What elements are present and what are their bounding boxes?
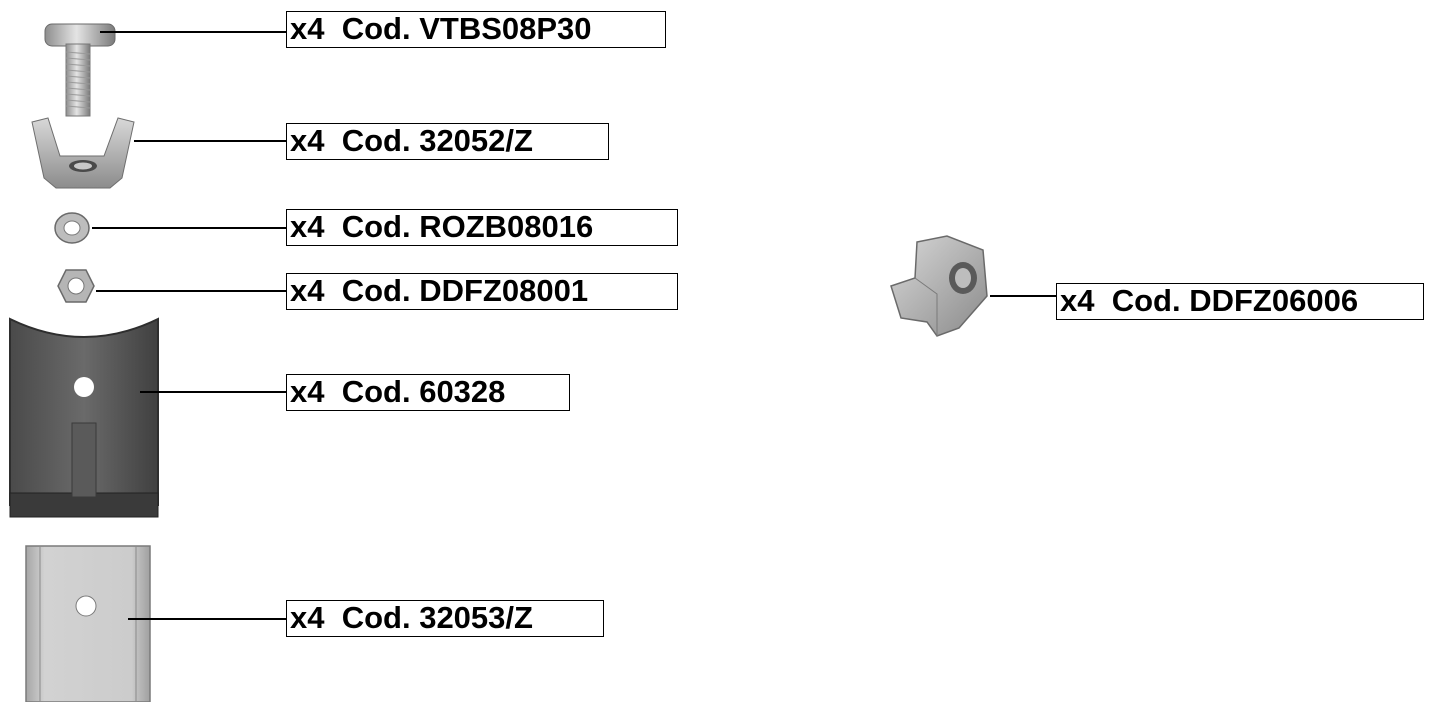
part-label-bolt: x4 Cod. VTBS08P30 [286,11,666,48]
part-code: Cod. 32053/Z [341,600,533,635]
qty: x4 [1060,283,1095,318]
part-code: Cod. DDFZ06006 [1111,283,1359,318]
part-label-clamp: x4 Cod. 32052/Z [286,123,609,160]
plastic-saddle-image [9,317,159,518]
part-label-washer: x4 Cod. ROZB08016 [286,209,678,246]
qty: x4 [290,600,325,635]
leader-line-plate [128,618,286,620]
qty: x4 [290,123,325,158]
clamp-image [31,117,135,189]
leader-line-washer [92,227,286,229]
qty: x4 [290,11,325,46]
part-label-plate: x4 Cod. 32053/Z [286,600,604,637]
part-label-hex-nut: x4 Cod. DDFZ08001 [286,273,678,310]
qty: x4 [290,209,325,244]
washer-image [54,212,90,244]
part-code: Cod. 32052/Z [341,123,533,158]
part-label-cage-nut: x4 Cod. DDFZ06006 [1056,283,1424,320]
part-label-saddle: x4 Cod. 60328 [286,374,570,411]
leader-line-bolt [100,31,286,33]
cage-nut-image [890,235,988,337]
leader-line-hex-nut [96,290,286,292]
part-code: Cod. DDFZ08001 [341,273,589,308]
part-code: Cod. 60328 [341,374,506,409]
qty: x4 [290,273,325,308]
hex-nut-image [57,269,95,303]
leader-line-saddle [140,391,286,393]
part-code: Cod. VTBS08P30 [341,11,592,46]
leader-line-cage-nut [990,295,1056,297]
metal-plate-image [25,545,151,702]
leader-line-clamp [134,140,286,142]
t-bolt-image [44,23,116,117]
part-code: Cod. ROZB08016 [341,209,594,244]
qty: x4 [290,374,325,409]
